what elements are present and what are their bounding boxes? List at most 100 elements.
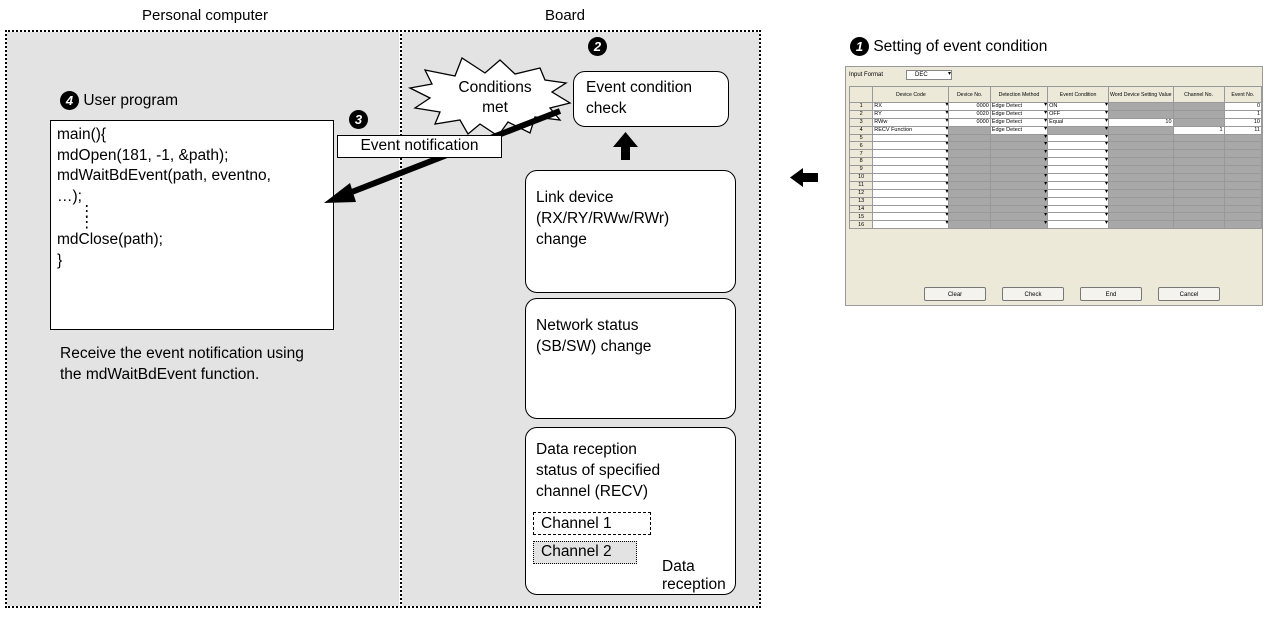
table-cell[interactable] [872,149,950,159]
table-cell[interactable] [1223,141,1263,151]
table-cell[interactable] [1172,204,1225,214]
table-cell[interactable] [872,204,950,214]
table-cell[interactable]: Edge Detect [989,117,1049,127]
table-cell[interactable] [872,133,950,143]
table-cell[interactable] [1172,102,1225,111]
table-cell[interactable] [1172,133,1225,143]
table-cell[interactable] [1223,196,1263,206]
cancel-button[interactable]: Cancel [1158,287,1220,301]
table-cell[interactable] [872,165,950,175]
table-cell[interactable] [1223,180,1263,190]
table-cell[interactable] [1047,188,1109,198]
table-cell[interactable] [1108,204,1174,214]
table-cell[interactable] [989,173,1049,182]
table-cell[interactable] [989,188,1049,198]
table-cell[interactable] [1172,165,1225,175]
table-cell[interactable] [872,141,950,151]
table-cell[interactable] [1047,196,1109,206]
table-cell[interactable] [1172,141,1225,151]
table-cell[interactable] [989,204,1049,214]
table-cell[interactable] [1223,212,1263,222]
table-cell[interactable] [1047,157,1109,167]
table-cell[interactable]: 10 [1108,117,1174,127]
table-cell[interactable] [872,173,950,182]
table-cell[interactable] [1172,220,1225,230]
table-cell[interactable] [1047,165,1109,175]
clear-button[interactable]: Clear [924,287,986,301]
input-format-select[interactable]: DEC [906,70,952,80]
table-cell[interactable]: RY [872,109,950,119]
table-cell[interactable]: 10 [1223,117,1263,127]
table-cell[interactable] [1047,149,1109,159]
table-cell[interactable] [1172,188,1225,198]
table-cell[interactable] [1172,109,1225,119]
table-cell[interactable] [1108,165,1174,175]
table-cell[interactable] [948,125,991,135]
table-cell[interactable] [1047,220,1109,230]
table-cell[interactable]: RECV Function [872,125,950,135]
table-cell[interactable] [1047,212,1109,222]
table-cell[interactable] [1223,133,1263,143]
table-cell[interactable] [1223,188,1263,198]
table-cell[interactable] [1047,125,1109,135]
table-cell[interactable] [948,196,991,206]
table-cell[interactable] [1108,133,1174,143]
table-cell[interactable]: 0000 [948,102,991,111]
table-cell[interactable]: Edge Detect [989,102,1049,111]
table-cell[interactable] [989,180,1049,190]
table-cell[interactable]: 1 [1172,125,1225,135]
end-button[interactable]: End [1080,287,1142,301]
table-cell[interactable] [948,149,991,159]
table-cell[interactable]: 0020 [948,109,991,119]
table-cell[interactable] [1047,141,1109,151]
table-cell[interactable] [1172,149,1225,159]
table-cell[interactable] [1108,173,1174,182]
table-cell[interactable]: OFF [1047,109,1109,119]
table-cell[interactable] [1172,117,1225,127]
table-cell[interactable] [1172,173,1225,182]
table-cell[interactable] [1108,188,1174,198]
table-cell[interactable]: RX [872,102,950,111]
table-cell[interactable] [948,141,991,151]
table-cell[interactable]: Equal [1047,117,1109,127]
table-cell[interactable] [1223,157,1263,167]
table-cell[interactable] [989,196,1049,206]
table-cell[interactable] [948,173,991,182]
table-cell[interactable] [1108,196,1174,206]
table-cell[interactable] [989,157,1049,167]
table-cell[interactable] [872,180,950,190]
table-cell[interactable] [872,157,950,167]
table-cell[interactable] [948,204,991,214]
table-cell[interactable] [1223,220,1263,230]
table-cell[interactable] [872,196,950,206]
table-cell[interactable] [948,212,991,222]
table-cell[interactable]: Edge Detect [989,109,1049,119]
table-cell[interactable] [989,212,1049,222]
table-cell[interactable] [1108,212,1174,222]
table-cell[interactable] [1108,141,1174,151]
table-cell[interactable] [872,212,950,222]
table-cell[interactable] [1172,196,1225,206]
check-button[interactable]: Check [1002,287,1064,301]
table-cell[interactable]: RWw [872,117,950,127]
table-cell[interactable] [1108,220,1174,230]
table-cell[interactable] [1108,180,1174,190]
table-cell[interactable] [989,149,1049,159]
table-cell[interactable] [1047,133,1109,143]
table-cell[interactable]: Edge Detect [989,125,1049,135]
table-cell[interactable]: 0000 [948,117,991,127]
table-cell[interactable]: ON [1047,102,1109,111]
table-cell[interactable] [1108,125,1174,135]
table-cell[interactable] [1223,173,1263,182]
table-cell[interactable]: 11 [1223,125,1263,135]
table-cell[interactable] [948,188,991,198]
table-cell[interactable] [1172,212,1225,222]
table-cell[interactable] [1047,204,1109,214]
table-cell[interactable] [1108,149,1174,159]
table-cell[interactable]: 1 [1223,109,1263,119]
table-cell[interactable] [989,220,1049,230]
table-cell[interactable] [1047,173,1109,182]
table-cell[interactable] [872,220,950,230]
table-cell[interactable] [948,220,991,230]
table-cell[interactable] [1223,149,1263,159]
